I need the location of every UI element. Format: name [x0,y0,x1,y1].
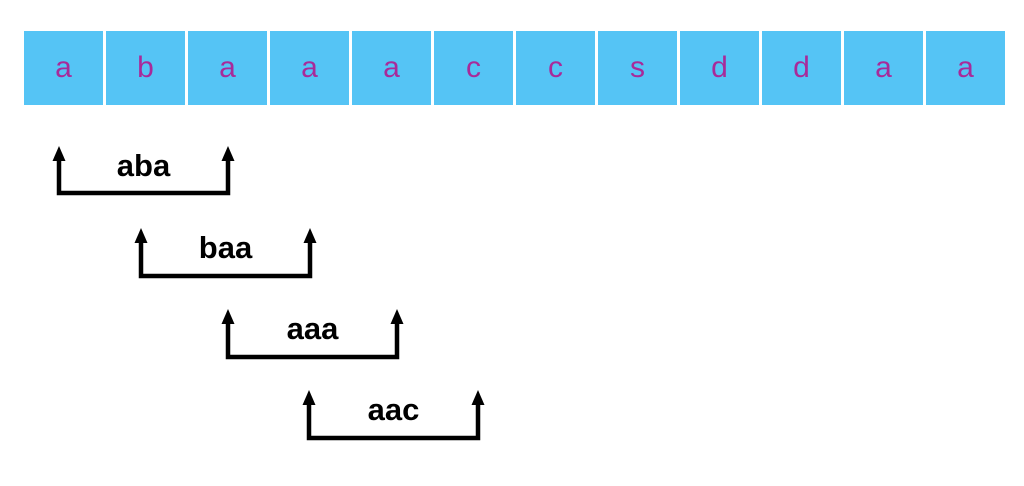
sequence-cell: a [188,31,267,105]
sequence-cell: b [106,31,185,105]
window-bracket: baa [129,228,322,284]
arrow-up-right-icon [303,228,317,243]
arrow-up-left-icon [134,228,148,243]
sequence-cell: a [270,31,349,105]
bracket-arrows-icon [134,228,317,279]
arrow-up-left-icon [52,146,66,161]
sequence-cell: a [926,31,1005,105]
sequence-cell: a [352,31,431,105]
bracket-line [225,324,400,360]
bracket-line [138,243,313,279]
bracket-line [56,161,231,196]
bracket-arrows-icon [221,309,404,360]
arrow-up-left-icon [302,390,316,405]
sequence-cell: a [844,31,923,105]
sequence-cell: c [516,31,595,105]
sequence-cell: a [24,31,103,105]
bracket-line [306,405,481,441]
sequence-cell: s [598,31,677,105]
bracket-arrows-icon [302,390,485,441]
window-bracket: aac [297,390,490,446]
window-bracket: aba [47,146,240,201]
window-bracket: aaa [216,309,409,365]
sequence-cell: d [762,31,841,105]
arrow-up-right-icon [221,146,235,161]
arrow-up-right-icon [471,390,485,405]
arrow-up-right-icon [390,309,404,324]
sequence-cell: d [680,31,759,105]
sequence-cell: c [434,31,513,105]
bracket-arrows-icon [52,146,235,196]
arrow-up-left-icon [221,309,235,324]
